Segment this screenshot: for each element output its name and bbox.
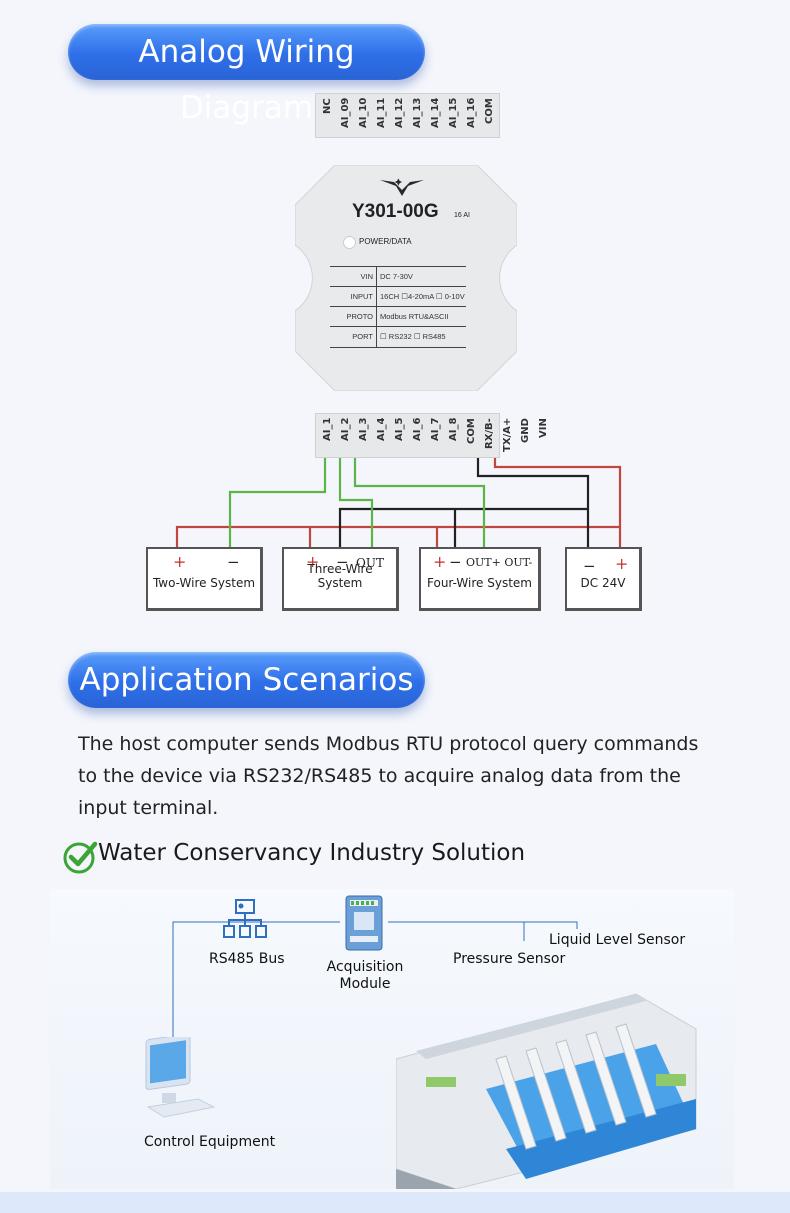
spec-row-vin: VIN DC 7-30V: [330, 266, 466, 287]
terminal-pin: COM: [466, 418, 477, 444]
minus-symbol: −: [583, 557, 596, 575]
section-title-wiring: Analog Wiring Diagram: [68, 24, 425, 126]
bottom-terminal-block: AI_1 AI_2 AI_3 AI_4 AI_5 AI_6 AI_7 AI_8 COM RX/B-…: [315, 413, 549, 458]
two-wire-label: Two-Wire System: [152, 576, 256, 590]
black-wire: [338, 507, 588, 548]
section-title-applications: Application Scenarios: [68, 652, 425, 708]
terminal-pin: TX/A+: [502, 418, 513, 453]
spec-key: PROTO: [346, 312, 373, 321]
green-wire: [338, 458, 374, 548]
plus-symbol: +: [433, 552, 447, 571]
computer-icon: [145, 1037, 216, 1118]
spec-value: ☐ RS232 ☐ RS485: [380, 332, 446, 341]
out-label: OUT+ OUT-: [466, 556, 533, 569]
green-wire: [228, 458, 327, 548]
terminal-pin: RX/B-: [484, 418, 495, 449]
acquisition-module-label: Acquisition Module: [326, 959, 404, 992]
power-led-label: POWER/DATA: [359, 237, 412, 246]
terminal-pin: AI_16: [466, 98, 477, 129]
application-description: The host computer sends Modbus RTU proto…: [78, 733, 699, 819]
pressure-sensor-label: Pressure Sensor: [453, 951, 566, 967]
terminal-pin: AI_13: [412, 98, 423, 129]
black-wire: [476, 458, 590, 548]
plus-symbol: +: [306, 552, 320, 571]
spec-row-input: INPUT 16CH ☐4-20mA ☐ 0-10V: [330, 286, 466, 307]
device-body: [295, 165, 517, 391]
minus-symbol: −: [336, 553, 349, 571]
terminal-pin: VIN: [538, 418, 549, 438]
terminal-pin: AI_09: [340, 98, 351, 129]
terminal-pin: AI_10: [358, 98, 369, 129]
solution-title: Water Conservancy Industry Solution: [98, 840, 526, 866]
brand-logo: [380, 178, 424, 196]
device-channels: 16 AI: [454, 212, 470, 219]
plus-symbol: +: [173, 552, 187, 571]
four-wire-label: Four-Wire System: [427, 576, 532, 590]
two-wire-system-box: + − Two-Wire System: [146, 547, 263, 611]
checkmark-icon: [63, 841, 98, 874]
acquisition-module-icon: [345, 895, 383, 951]
spec-key: INPUT: [350, 292, 374, 301]
terminal-pin: AI_5: [394, 418, 405, 442]
terminal-pin: NC: [322, 98, 333, 114]
scene-lines: [172, 921, 578, 1037]
spec-value: 16CH ☐4-20mA ☐ 0-10V: [380, 292, 465, 301]
minus-symbol: −: [449, 553, 462, 571]
bottom-strip: [0, 1192, 790, 1213]
spec-value: Modbus RTU&ASCII: [380, 312, 449, 321]
spec-key: VIN: [360, 272, 373, 281]
network-bus-icon: [223, 899, 267, 938]
red-wire: [175, 525, 620, 548]
liquid-level-sensor-label: Liquid Level Sensor: [549, 932, 686, 948]
top-terminal-block: NC AI_09 AI_10 AI_11 AI_12 AI_13 AI_14 AI_15 AI_…: [315, 93, 500, 138]
three-wire-system-box: + − OUT Three-Wire System: [282, 547, 399, 611]
out-label: OUT: [356, 556, 384, 570]
spec-key: PORT: [352, 332, 373, 341]
terminal-pin: COM: [484, 98, 495, 124]
wiring-lines: [175, 458, 622, 548]
minus-symbol: −: [227, 553, 240, 571]
spec-row-proto: PROTO Modbus RTU&ASCII: [330, 306, 466, 327]
dam-illustration: [396, 993, 697, 1189]
plus-symbol: +: [615, 554, 629, 573]
terminal-pin: AI_3: [358, 418, 369, 442]
terminal-pin: AI_14: [430, 98, 441, 129]
terminal-pin: AI_7: [430, 418, 441, 442]
rs485-bus-label: RS485 Bus: [209, 951, 285, 967]
terminal-pin: AI_1: [322, 418, 333, 442]
terminal-pin: AI_8: [448, 418, 459, 442]
power-led: [343, 236, 356, 249]
terminal-pin: AI_2: [340, 418, 351, 442]
terminal-pin: AI_6: [412, 418, 423, 442]
three-wire-label: Three-Wire System: [307, 562, 373, 590]
terminal-pin: AI_12: [394, 98, 405, 129]
spec-value: DC 7-30V: [380, 272, 413, 281]
terminal-pin: AI_15: [448, 98, 459, 129]
control-equipment-label: Control Equipment: [144, 1134, 276, 1150]
dc-24v-label: DC 24V: [580, 576, 626, 590]
terminal-pin: AI_11: [376, 98, 387, 129]
terminal-pin: AI_4: [376, 418, 387, 442]
application-scene: RS485 Bus Acquisition Module Pressure Se…: [50, 889, 734, 1189]
four-wire-system-box: + − OUT+ OUT- Four-Wire System: [419, 547, 541, 611]
red-wire: [493, 458, 622, 548]
dc-24v-box: − + DC 24V: [565, 547, 642, 611]
terminal-pin: GND: [520, 418, 531, 443]
spec-row-port: PORT ☐ RS232 ☐ RS485: [330, 326, 466, 348]
green-wire: [353, 458, 486, 548]
device-model: Y301-00G: [352, 201, 439, 222]
